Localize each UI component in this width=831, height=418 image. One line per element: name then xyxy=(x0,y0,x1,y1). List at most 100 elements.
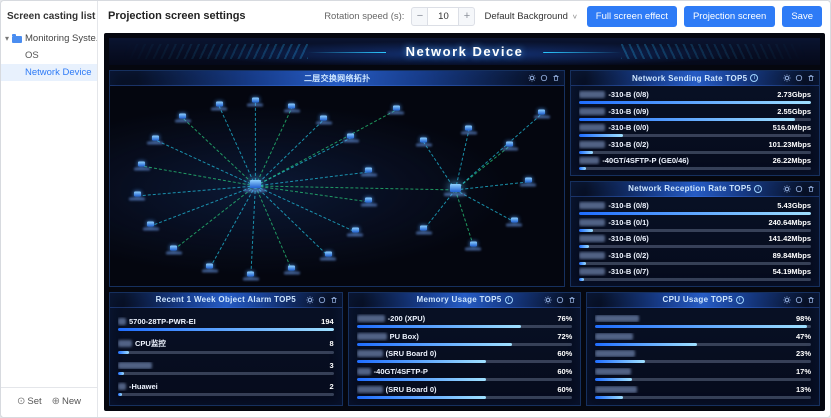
full-screen-effect-button[interactable]: Full screen effect xyxy=(586,5,677,27)
panel-title: 二层交换网络拓扑 xyxy=(303,73,371,83)
circle-icon[interactable] xyxy=(795,296,803,304)
topology-node[interactable] xyxy=(360,197,377,207)
row-label-text: -310-B (0/8) xyxy=(608,201,649,211)
device-icon xyxy=(465,125,473,131)
topology-node[interactable] xyxy=(129,191,146,201)
topology-node[interactable] xyxy=(211,101,228,111)
trash-icon[interactable] xyxy=(807,185,815,193)
row-value: 60% xyxy=(557,349,573,359)
rotation-value-input[interactable]: 10 xyxy=(428,6,459,26)
trash-icon[interactable] xyxy=(330,296,338,304)
projection-screen-button[interactable]: Projection screen xyxy=(683,5,776,27)
row-label: CPU监控 xyxy=(118,338,166,349)
row-label xyxy=(595,332,636,340)
row-label: 5700-28TP-PWR-EI xyxy=(118,317,196,326)
info-icon[interactable] xyxy=(754,184,763,193)
topology-node[interactable] xyxy=(444,183,467,196)
info-icon[interactable] xyxy=(504,295,513,304)
topology-node[interactable] xyxy=(242,271,259,281)
topology-node[interactable] xyxy=(283,103,300,113)
topology-node[interactable] xyxy=(165,245,182,255)
panel-title: Recent 1 Week Object Alarm TOP5 xyxy=(155,295,296,305)
topology-node[interactable] xyxy=(465,241,482,251)
topology-node[interactable] xyxy=(147,135,164,145)
circle-icon[interactable] xyxy=(540,74,548,82)
topology-node[interactable] xyxy=(520,177,536,187)
topology-node[interactable] xyxy=(347,227,364,237)
node-label-blurred xyxy=(501,147,518,151)
background-select[interactable]: Default Background ∨ xyxy=(482,11,579,22)
row-value: 54.19Mbps xyxy=(772,267,811,277)
blurred-text xyxy=(579,235,606,243)
blurred-text xyxy=(595,350,636,358)
topology-node[interactable] xyxy=(360,167,377,177)
plus-button[interactable]: + xyxy=(458,6,476,26)
dashboard-banner: Network Device xyxy=(109,38,820,65)
circle-icon[interactable] xyxy=(556,296,564,304)
topology-node[interactable] xyxy=(133,161,150,171)
trash-icon[interactable] xyxy=(807,74,815,82)
row-label-text: -310-B (0/2) xyxy=(608,250,649,260)
gear-icon[interactable] xyxy=(783,296,791,304)
topology-canvas[interactable] xyxy=(110,86,565,286)
info-icon[interactable] xyxy=(750,74,759,82)
topology-node[interactable] xyxy=(283,265,300,275)
topology-node[interactable] xyxy=(342,133,359,143)
circle-icon[interactable] xyxy=(795,185,803,193)
topology-panel: 二层交换网络拓扑 xyxy=(109,70,566,287)
topology-node[interactable] xyxy=(415,225,432,235)
blurred-text xyxy=(579,268,606,276)
blurred-text xyxy=(579,157,600,165)
trash-icon[interactable] xyxy=(807,296,815,304)
topology-node[interactable] xyxy=(415,137,432,147)
topology-node[interactable] xyxy=(201,263,218,273)
chevron-down-icon[interactable]: ▾ xyxy=(5,34,10,43)
row-label: -310-B (0/7) xyxy=(579,267,649,276)
minus-button[interactable]: − xyxy=(411,6,429,26)
new-label: New xyxy=(62,396,82,407)
topology-node[interactable] xyxy=(315,115,332,125)
node-label-blurred xyxy=(165,251,182,255)
circle-icon[interactable] xyxy=(795,74,803,82)
tree-node-os[interactable]: OS xyxy=(25,50,39,61)
topology-node[interactable] xyxy=(501,141,518,151)
device-icon xyxy=(247,271,255,277)
tree-node-network-device[interactable]: Network Device xyxy=(1,64,97,81)
trash-icon[interactable] xyxy=(552,74,560,82)
blurred-text xyxy=(595,368,632,376)
gear-icon[interactable] xyxy=(544,296,552,304)
gear-icon[interactable] xyxy=(783,74,791,82)
topology-node[interactable] xyxy=(174,113,191,123)
topology-node[interactable] xyxy=(142,221,159,231)
topology-node[interactable] xyxy=(506,217,523,227)
tree-node-monitoring-system[interactable]: ▾ Monitoring Syste... xyxy=(1,30,97,47)
gear-icon[interactable] xyxy=(528,74,536,82)
topology-node[interactable] xyxy=(247,97,264,107)
circle-icon[interactable] xyxy=(318,296,326,304)
topology-node[interactable] xyxy=(533,109,550,119)
info-icon[interactable] xyxy=(735,295,744,304)
gear-icon[interactable] xyxy=(783,185,791,193)
node-label-blurred xyxy=(388,111,405,115)
row-value: 3 xyxy=(329,360,334,370)
topology-node[interactable] xyxy=(320,251,337,261)
set-button[interactable]: ⊙ Set xyxy=(17,396,42,407)
device-icon xyxy=(133,191,141,197)
topology-node[interactable] xyxy=(460,125,477,135)
rotation-speed-label: Rotation speed (s): xyxy=(324,10,405,22)
row-label: -310-B (0/0) xyxy=(579,123,649,132)
topology-node[interactable] xyxy=(244,179,267,192)
gear-icon[interactable] xyxy=(306,296,314,304)
topology-node[interactable] xyxy=(388,105,405,115)
save-button[interactable]: Save xyxy=(782,5,822,27)
new-button[interactable]: ⊕ New xyxy=(52,396,81,407)
device-icon xyxy=(524,177,532,183)
node-label-blurred xyxy=(415,231,432,235)
row-bar xyxy=(356,396,573,400)
topology-link xyxy=(255,185,370,203)
device-icon xyxy=(449,183,461,192)
blurred-text xyxy=(579,124,606,132)
trash-icon[interactable] xyxy=(568,296,576,304)
device-icon xyxy=(420,225,427,231)
row-label: (SRU Board 0) xyxy=(356,385,437,394)
